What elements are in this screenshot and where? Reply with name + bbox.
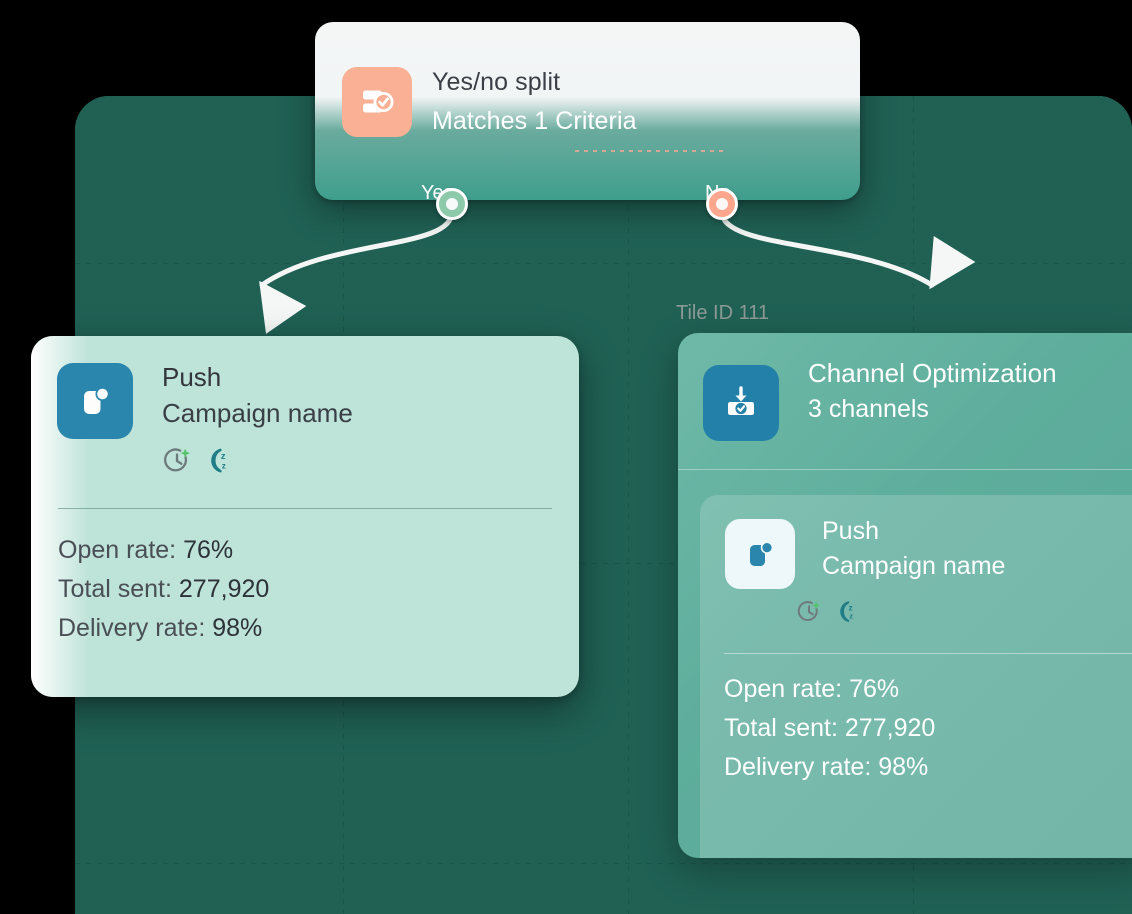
quiet-hours-icon[interactable]: z z <box>834 599 860 630</box>
push-icon <box>57 363 133 439</box>
channel-card-title: Channel Optimization <box>808 358 1057 388</box>
stat-row: Total sent: 277,920 <box>58 575 269 604</box>
nested-push-subtitle: Campaign name <box>822 552 1006 580</box>
stat-row: Delivery rate: 98% <box>724 753 935 782</box>
svg-text:z: z <box>222 461 226 470</box>
svg-text:z: z <box>849 603 853 612</box>
nested-push-title: Push <box>822 517 879 545</box>
push-card-title: Push <box>162 362 222 392</box>
stat-row: Open rate: 76% <box>58 536 269 565</box>
channel-card-divider <box>678 469 1132 470</box>
stat-value: 76% <box>849 675 900 703</box>
send-time-optimization-icon[interactable] <box>796 599 822 630</box>
stat-value: 76% <box>183 536 234 564</box>
stat-value: 98% <box>878 753 929 781</box>
stat-row: Delivery rate: 98% <box>58 614 269 643</box>
grid-line-horizontal <box>75 263 1132 264</box>
channel-optimization-icon <box>703 365 779 441</box>
stat-label: Delivery rate: <box>58 614 206 642</box>
nested-push-stats: Open rate: 76% Total sent: 277,920 Deliv… <box>724 675 935 792</box>
stat-label: Total sent: <box>724 714 838 742</box>
stat-row: Open rate: 76% <box>724 675 935 704</box>
send-time-optimization-icon[interactable] <box>162 446 192 481</box>
svg-text:z: z <box>221 451 226 461</box>
criteria-underline <box>575 150 725 152</box>
split-card-title: Yes/no split <box>432 68 561 96</box>
stat-value: 277,920 <box>844 714 936 742</box>
stat-label: Open rate: <box>724 675 843 703</box>
stat-label: Delivery rate: <box>724 753 872 781</box>
svg-text:z: z <box>849 613 853 620</box>
nested-push-chips: z z <box>796 599 860 630</box>
grid-line-horizontal <box>75 863 1132 864</box>
grid-line-vertical <box>628 96 629 914</box>
stat-value: 98% <box>212 614 263 642</box>
tile-id-label: Tile ID 111 <box>676 302 769 324</box>
yes-no-split-card[interactable]: Yes/no split Matches 1 Criteria Yes No <box>315 22 860 200</box>
nested-push-divider <box>724 653 1132 654</box>
nested-push-card[interactable]: Push Campaign name z z <box>700 495 1132 858</box>
push-card-stats: Open rate: 76% Total sent: 277,920 Deliv… <box>58 536 269 653</box>
push-card-subtitle: Campaign name <box>162 398 353 428</box>
stat-value: 277,920 <box>178 575 270 603</box>
yes-no-split-icon <box>342 67 412 137</box>
stat-row: Total sent: 277,920 <box>724 714 935 743</box>
channel-optimization-card[interactable]: Channel Optimization 3 channels Push Cam… <box>678 333 1132 858</box>
stat-label: Total sent: <box>58 575 172 603</box>
push-card-chips: z z <box>162 446 234 481</box>
push-card-divider <box>58 508 552 509</box>
branch-pin-yes[interactable] <box>436 188 468 220</box>
channel-card-subtitle: 3 channels <box>808 395 929 423</box>
quiet-hours-icon[interactable]: z z <box>204 446 234 481</box>
grid-line-horizontal <box>75 563 1132 564</box>
push-card[interactable]: Push Campaign name z z Open rat <box>31 336 579 697</box>
branch-pin-no[interactable] <box>706 188 738 220</box>
split-card-subtitle: Matches 1 Criteria <box>432 107 637 135</box>
push-icon <box>725 519 795 589</box>
stat-label: Open rate: <box>58 536 177 564</box>
